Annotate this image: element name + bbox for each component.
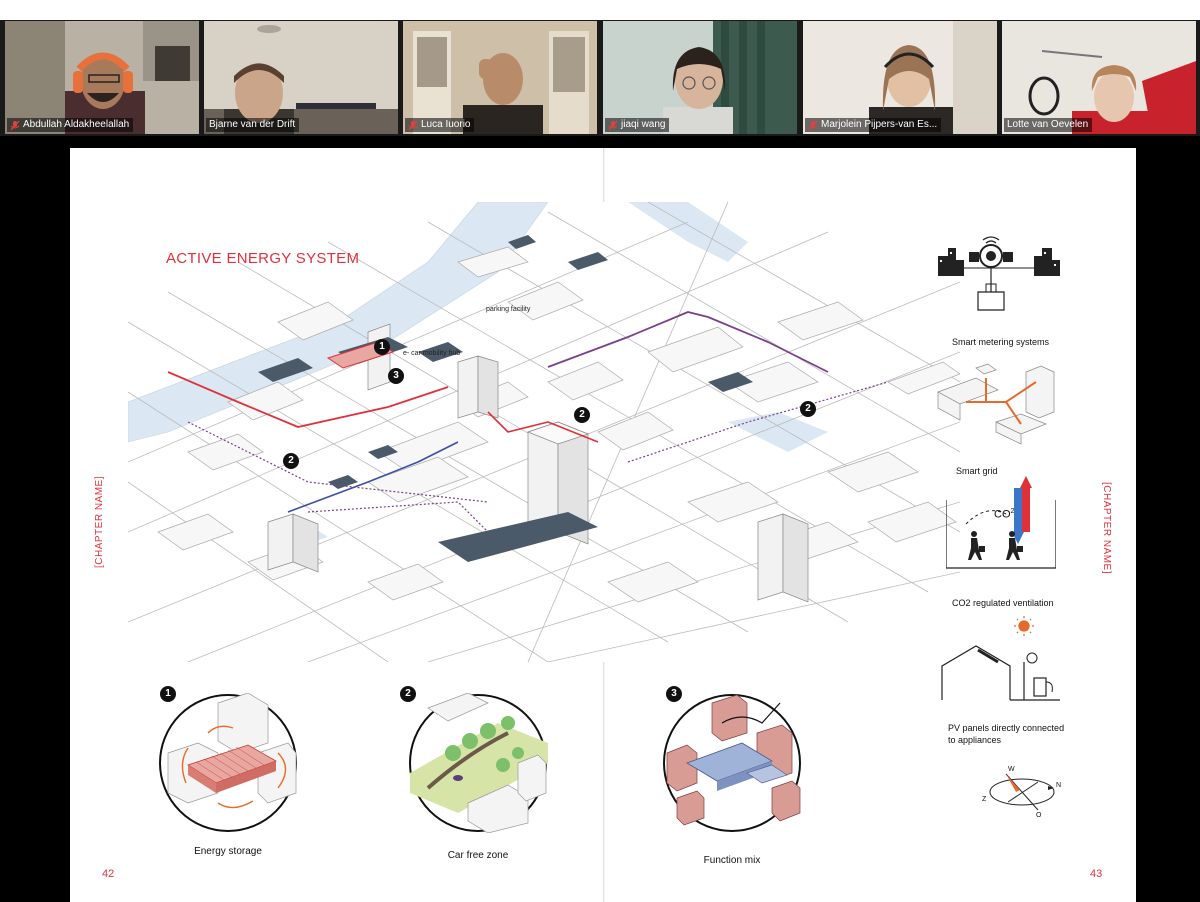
participant-name-bar: Bjarne van der Drift [206,118,300,132]
participant-tile[interactable]: Abdullah Aldakheelallah [5,21,199,134]
page-title: ACTIVE ENERGY SYSTEM [166,250,360,267]
smart-metering-icon [938,236,1060,311]
smart-grid-icon [937,363,1055,445]
participant-tile[interactable]: Marjolein Pijpers-van Es... [803,21,997,134]
map-label-hub: e- car mobility hub [403,350,461,357]
map-marker-2[interactable]: 2 [283,453,299,469]
compass-w: W [1008,766,1015,773]
detail-caption: Car free zone [447,850,509,861]
participant-name: Lotte van Oevelen [1007,119,1089,130]
participant-name-bar: Marjolein Pijpers-van Es... [805,118,942,132]
window-top-bar [0,0,1200,20]
map-marker-3[interactable]: 3 [388,368,404,384]
participant-video [403,21,597,134]
mic-muted-icon [408,120,418,130]
pv-panels-icon [941,616,1060,701]
shared-document: [CHAPTER NAME] [CHAPTER NAME] [70,148,1136,902]
page-number-left: 42 [102,868,115,880]
compass-icon [989,773,1055,811]
detail-number: 3 [666,686,682,702]
participant-video [603,21,797,134]
detail-function-mix [663,694,801,832]
mic-muted-icon [10,120,20,130]
compass-n: N [1056,782,1062,789]
detail-energy-storage [159,693,297,832]
participant-video [803,21,997,134]
chapter-name-left: [CHAPTER NAME] [94,475,105,568]
caption-smart-grid: Smart grid [956,466,998,476]
participant-tile[interactable]: Luca Iuorio [403,21,597,134]
detail-car-free-zone [409,693,548,833]
caption-smart-metering: Smart metering systems [952,337,1050,347]
compass-o: O [1036,812,1042,819]
co2-symbol: CO2 [994,506,1014,521]
participant-name-bar: jiaqi wang [605,118,670,132]
map-marker-2[interactable]: 2 [574,407,590,423]
participant-name: Luca Iuorio [421,119,471,130]
participant-name-bar: Luca Iuorio [405,118,475,132]
participant-name-bar: Lotte van Oevelen [1004,118,1093,132]
participant-name-bar: Abdullah Aldakheelallah [7,118,134,132]
participant-video [1002,21,1196,134]
participant-name: Abdullah Aldakheelallah [23,119,130,130]
chapter-name-right: [CHAPTER NAME] [1101,482,1112,575]
map-marker-1[interactable]: 1 [374,339,390,355]
mic-muted-icon [608,120,618,130]
detail-number: 2 [400,686,416,702]
compass-z: Z [982,796,987,803]
isometric-city-map [128,202,960,662]
map-label-parking: parking facility [486,306,531,313]
mic-muted-icon [808,120,818,130]
participant-name: Marjolein Pijpers-van Es... [821,119,938,130]
detail-caption: Function mix [703,855,761,866]
map-marker-2[interactable]: 2 [800,401,816,417]
participant-name: jiaqi wang [621,119,666,130]
participant-tile[interactable]: Bjarne van der Drift [204,21,398,134]
detail-caption: Energy storage [194,846,262,857]
co2-glyph: CO [994,508,1011,521]
participant-name: Bjarne van der Drift [209,119,296,130]
caption-pv-line2: to appliances [948,735,1002,745]
caption-pv-panels: PV panels directly connected to applianc… [948,722,1064,746]
co2-ventilation-icon [946,476,1056,569]
detail-number: 1 [160,686,176,702]
participant-strip: Abdullah Aldakheelallah Bjarne van der D… [0,20,1200,136]
participant-tile[interactable]: jiaqi wang [603,21,797,134]
caption-pv-line1: PV panels directly connected [948,723,1065,733]
participant-tile[interactable]: Lotte van Oevelen [1002,21,1196,134]
caption-co2-ventilation: CO2 regulated ventilation [952,598,1054,608]
page-number-right: 43 [1090,868,1103,880]
co2-superscript: 2 [1010,508,1015,515]
